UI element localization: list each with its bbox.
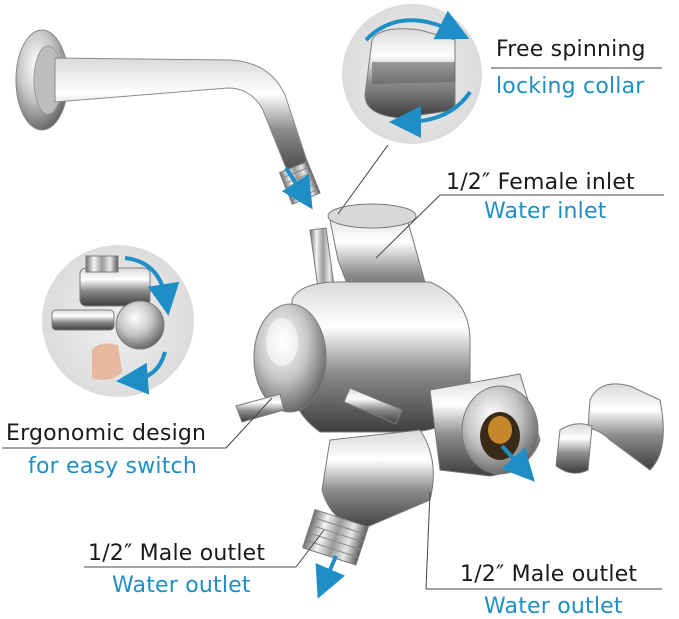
right-lever [343,387,403,425]
leader-ergonomic [225,397,273,449]
ergonomic-subtitle: for easy switch [28,454,197,479]
collar-title: Free spinning [496,37,646,62]
switch-detail [42,245,194,397]
collar-rotate-arrow-top [364,10,470,42]
leader-outlet-right [425,491,431,590]
right-outflow-arrow [500,444,535,482]
inlet-subtitle: Water inlet [484,199,607,224]
ergonomic-title: Ergonomic design [6,421,207,446]
leader-inlet [375,194,441,259]
outlet-right-subtitle: Water outlet [484,594,623,619]
handheld-holder [587,383,664,471]
inlet-title: 1/2″ Female inlet [446,170,635,195]
collar-rotate-arrow-bottom [389,90,472,138]
diverter-body [235,203,664,599]
left-lever [235,393,285,423]
outlet-right-title: 1/2″ Male outlet [460,562,638,587]
leader-collar [337,144,389,215]
switch-rotate-arrow-bottom [116,351,167,395]
left-outlet-thread [302,508,369,566]
inflow-arrow [281,166,313,210]
outlet-left-subtitle: Water outlet [112,573,251,598]
leader-lines [2,67,664,590]
left-outlet-body [321,429,434,531]
shower-arm [15,29,321,210]
collar-detail [342,4,482,144]
outlet-left-title: 1/2″ Male outlet [88,541,266,566]
arm-pipe [54,57,311,179]
thumb [92,343,122,380]
switch-knob [115,300,165,350]
left-outflow-arrow [315,555,346,599]
leader-outlet-left [295,529,325,568]
collar-subtitle: locking collar [496,74,645,99]
switch-rotate-arrow-top [124,256,180,316]
